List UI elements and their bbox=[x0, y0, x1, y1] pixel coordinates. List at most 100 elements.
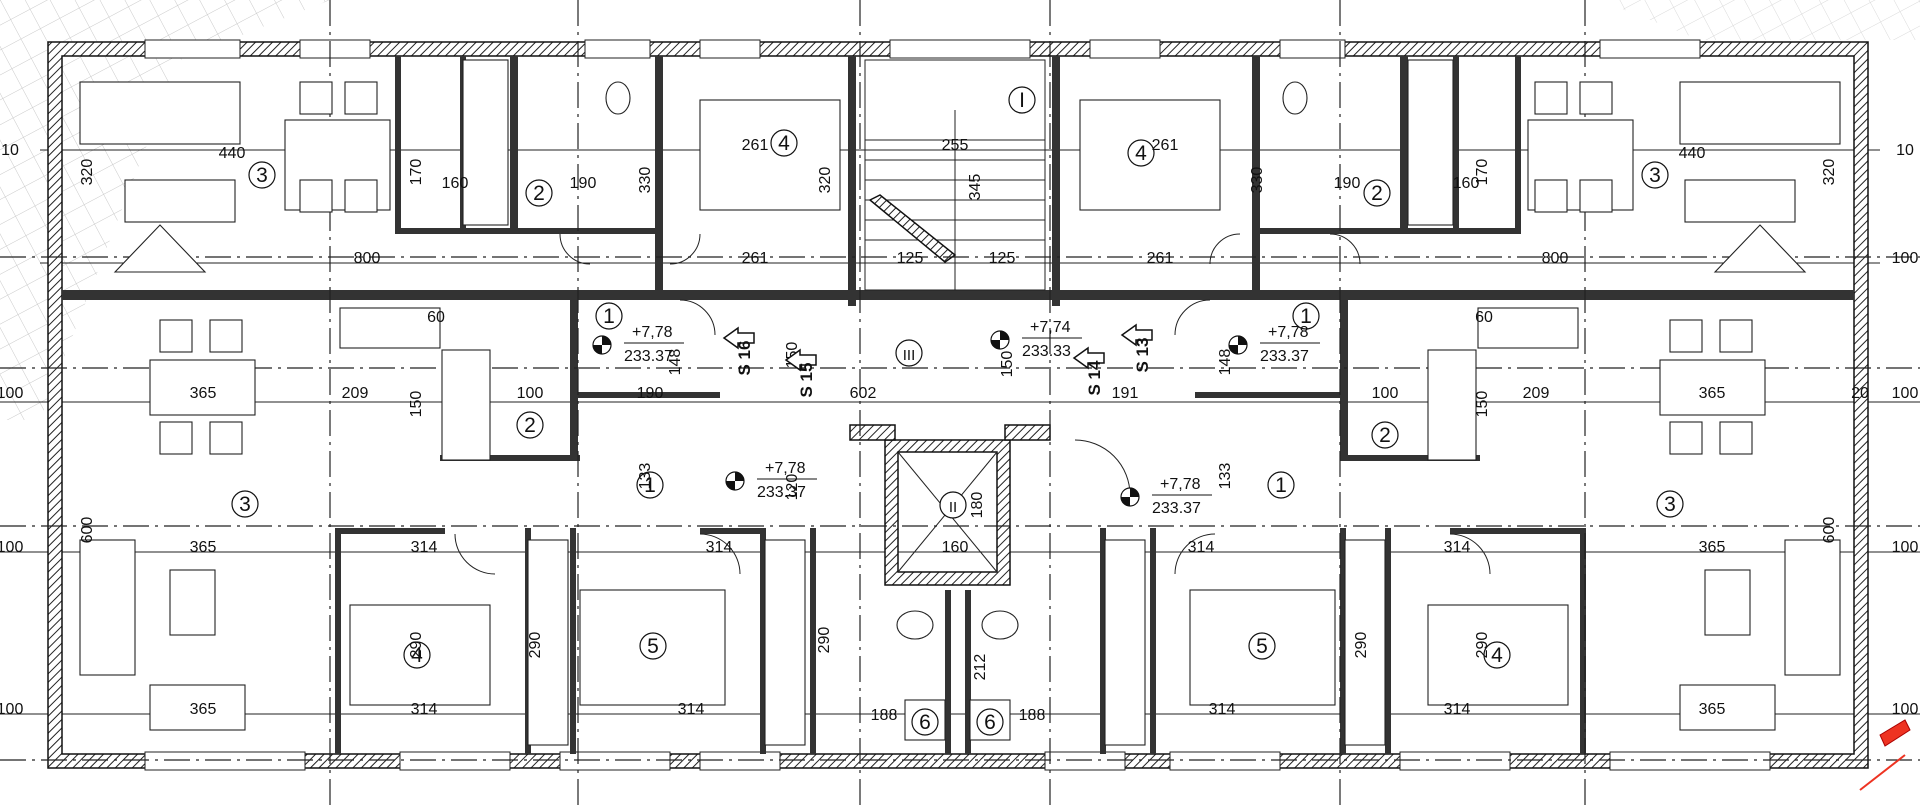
dimension-label: 100 bbox=[517, 385, 544, 402]
vertical-dimension-label: 320 bbox=[1821, 159, 1838, 186]
dimension-label: 160 bbox=[942, 539, 969, 556]
room-tag: 3 bbox=[1656, 490, 1684, 518]
room-tag: 6 bbox=[911, 708, 939, 736]
dimension-label: 125 bbox=[897, 250, 924, 267]
vertical-dimension-label: 170 bbox=[1474, 159, 1491, 186]
room-tag: 4 bbox=[770, 129, 798, 157]
vertical-dimension-label: 290 bbox=[1353, 632, 1370, 659]
room-tag-label: 3 bbox=[1664, 493, 1676, 516]
section-marks: S 16 S 15 S 14 S 13 bbox=[722, 323, 1153, 397]
dimension-label: 314 bbox=[411, 539, 438, 556]
section-mark: S 15 bbox=[784, 348, 817, 397]
dimension-label: 20 bbox=[1851, 385, 1869, 402]
dimension-label: 100 bbox=[1372, 385, 1399, 402]
dimension-label: 191 bbox=[1112, 385, 1139, 402]
room-tag: 3 bbox=[231, 490, 259, 518]
door-swings bbox=[454, 233, 1491, 575]
level-elevation: +7,78 bbox=[632, 324, 673, 341]
dimension-label: 800 bbox=[1542, 250, 1569, 267]
room-tag: 5 bbox=[639, 632, 667, 660]
dimension-label: 190 bbox=[1334, 175, 1361, 192]
section-label: S 16 bbox=[735, 341, 754, 376]
dimension-label: 314 bbox=[706, 539, 733, 556]
furniture bbox=[79, 59, 1841, 746]
dimension-label: 190 bbox=[570, 175, 597, 192]
dimension-label: 440 bbox=[1679, 145, 1706, 162]
vertical-dimension-label: 330 bbox=[1249, 167, 1266, 194]
level-markers: +7,78233.37+7,74233.33+7,78233.37+7,7823… bbox=[592, 319, 1320, 517]
dimension-label: 314 bbox=[1444, 701, 1471, 718]
dimension-label: 365 bbox=[1699, 539, 1726, 556]
room-tag-label: 1 bbox=[1275, 474, 1287, 497]
dimension-label: 314 bbox=[1209, 701, 1236, 718]
vertical-dimension-labels: 3201703303203453301703201481501501481501… bbox=[79, 159, 1838, 681]
level-elevation: +7,78 bbox=[765, 460, 806, 477]
vertical-dimension-label: 320 bbox=[79, 159, 96, 186]
dimension-label: 314 bbox=[411, 701, 438, 718]
vertical-dimension-label: 212 bbox=[972, 654, 989, 681]
dimension-label: 100 bbox=[0, 701, 23, 718]
room-tag-label: 6 bbox=[919, 711, 931, 734]
room-tag: 2 bbox=[525, 179, 553, 207]
room-tag: 3 bbox=[1641, 161, 1669, 189]
dimension-label: 10 bbox=[1896, 142, 1914, 159]
vertical-dimension-label: 345 bbox=[967, 174, 984, 201]
dimension-label: 602 bbox=[850, 385, 877, 402]
dimension-label: 314 bbox=[678, 701, 705, 718]
vertical-dimension-label: 150 bbox=[1474, 391, 1491, 418]
room-tag-label: 5 bbox=[647, 635, 659, 658]
dimension-label: 100 bbox=[1892, 539, 1919, 556]
level-absolute: 233.33 bbox=[1022, 343, 1071, 360]
dimension-label: 100 bbox=[1892, 385, 1919, 402]
vertical-dimension-label: 320 bbox=[817, 167, 834, 194]
vertical-dimension-label: 290 bbox=[1474, 632, 1491, 659]
dimension-label: 60 bbox=[427, 309, 445, 326]
vertical-dimension-label: 180 bbox=[969, 492, 986, 519]
level-elevation: +7,78 bbox=[1160, 476, 1201, 493]
vertical-dimension-label: 133 bbox=[1217, 463, 1234, 490]
dimension-label: 160 bbox=[442, 175, 469, 192]
dimension-label: 800 bbox=[354, 250, 381, 267]
vertical-dimension-label: 150 bbox=[408, 391, 425, 418]
vertical-dimension-label: 600 bbox=[1821, 517, 1838, 544]
room-tag-label: 4 bbox=[1491, 644, 1503, 667]
room-tag: 5 bbox=[1248, 632, 1276, 660]
dimension-label: 365 bbox=[190, 385, 217, 402]
room-tag-label: 2 bbox=[1379, 424, 1391, 447]
room-tag-label: 2 bbox=[524, 414, 536, 437]
vertical-dimension-label: 170 bbox=[408, 159, 425, 186]
room-tag: 1 bbox=[636, 471, 664, 499]
dimension-label: 100 bbox=[1892, 250, 1919, 267]
vertical-dimension-label: 290 bbox=[408, 632, 425, 659]
level-absolute: 233.37 bbox=[1260, 348, 1309, 365]
room-tag-label: 4 bbox=[411, 644, 423, 667]
room-tag: 2 bbox=[1371, 421, 1399, 449]
level-absolute: 233.37 bbox=[1152, 500, 1201, 517]
room-tag: 4 bbox=[403, 641, 431, 669]
vertical-dimension-label: 148 bbox=[1217, 349, 1234, 376]
staircase bbox=[864, 59, 1046, 291]
vertical-dimension-label: 148 bbox=[667, 349, 684, 376]
dimension-label: 100 bbox=[0, 385, 23, 402]
vertical-dimension-label: 600 bbox=[79, 517, 96, 544]
dimension-label: 365 bbox=[1699, 701, 1726, 718]
room-tag: 6 bbox=[976, 708, 1004, 736]
dimension-label: 365 bbox=[190, 539, 217, 556]
dimension-label: 125 bbox=[989, 250, 1016, 267]
dimension-label: 365 bbox=[190, 701, 217, 718]
section-mark: S 13 bbox=[1120, 323, 1153, 372]
room-tag: 4 bbox=[1127, 139, 1155, 167]
dimension-label: 188 bbox=[871, 707, 898, 724]
room-tag: I bbox=[1008, 86, 1036, 114]
section-mark: S 14 bbox=[1072, 346, 1105, 395]
vertical-dimension-label: 133 bbox=[637, 463, 654, 490]
room-tag-label: 3 bbox=[256, 164, 268, 187]
room-tag: 4 bbox=[1483, 641, 1511, 669]
dimension-label: 100 bbox=[0, 539, 23, 556]
vertical-dimension-label: 290 bbox=[527, 632, 544, 659]
room-tag: 3 bbox=[248, 161, 276, 189]
